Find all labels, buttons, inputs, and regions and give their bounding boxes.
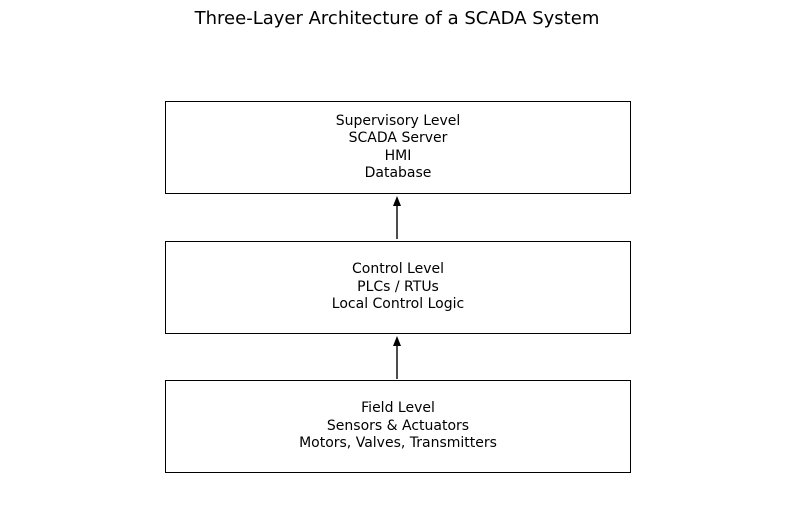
layer-label: Control Level <box>351 261 444 278</box>
layer-detail: Sensors & Actuators <box>326 417 470 434</box>
layer-box-supervisory: Supervisory Level SCADA Server HMI Datab… <box>165 101 631 194</box>
layer-detail: SCADA Server <box>348 130 448 146</box>
layer-box-control: Control Level PLCs / RTUs Local Control … <box>165 241 631 334</box>
layer-detail: Motors, Valves, Transmitters <box>299 435 497 452</box>
layer-detail: PLCs / RTUs <box>357 278 439 295</box>
up-arrow-field-to-control <box>393 336 401 379</box>
diagram-title: Three-Layer Architecture of a SCADA Syst… <box>194 8 600 29</box>
layer-box-field: Field Level Sensors & Actuators Motors, … <box>165 380 631 473</box>
layer-detail: HMI <box>384 147 412 164</box>
layer-label: Field Level <box>361 400 435 417</box>
layer-detail: Local Control Logic <box>331 296 465 313</box>
layer-detail: Database <box>364 165 432 181</box>
layer-label: Supervisory Level <box>335 112 461 129</box>
up-arrow-control-to-supervisory <box>393 196 401 239</box>
